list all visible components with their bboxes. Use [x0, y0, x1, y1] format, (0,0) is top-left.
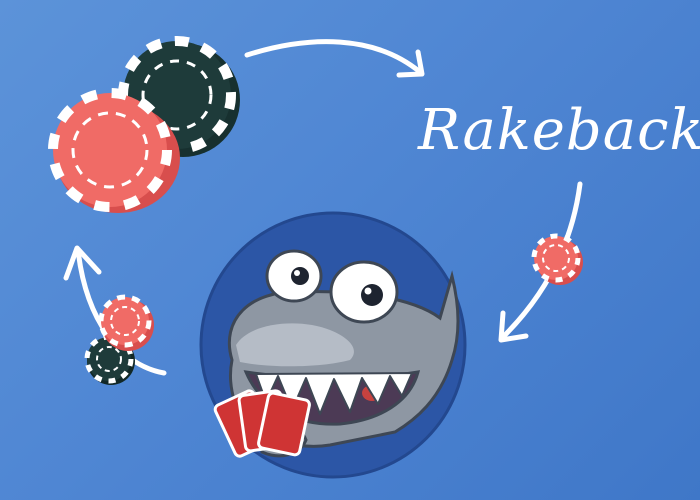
shark-eye-right: [329, 260, 399, 324]
shark-mascot-icon: [199, 211, 467, 479]
poker-chips-icon: [48, 36, 240, 213]
playing-cards-icon: [213, 389, 311, 458]
curved-arrow-icon: [244, 39, 425, 78]
red-chip: [48, 88, 172, 212]
poker-chips-icon: [84, 294, 154, 385]
shark-eye-left: [265, 249, 323, 303]
rakeback-heading: Rakeback: [418, 98, 700, 163]
red-chip: [531, 233, 583, 285]
